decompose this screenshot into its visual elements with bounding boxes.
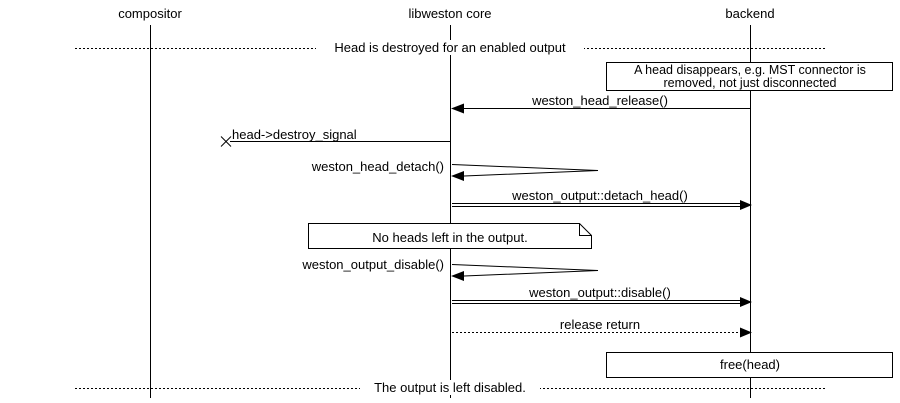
divider-top-label: Head is destroyed for an enabled output bbox=[334, 40, 566, 55]
note-head-disappears-line1: A head disappears, e.g. MST connector is bbox=[634, 63, 866, 77]
arrow-detach-head-label: weston_output::detach_head() bbox=[511, 188, 688, 203]
arrow-disable-arrowhead bbox=[740, 297, 752, 307]
action-box-free-head-label: free(head) bbox=[720, 357, 780, 372]
arrow-destroy-signal-label: head->destroy_signal bbox=[232, 127, 357, 142]
self-call-head-detach-arrowhead bbox=[451, 171, 464, 181]
self-call-output-disable-arrowhead bbox=[451, 271, 464, 281]
self-call-head-detach-label: weston_head_detach() bbox=[311, 159, 444, 174]
arrow-head-release-arrowhead bbox=[451, 103, 464, 114]
arrow-detach-head-arrowhead bbox=[740, 200, 752, 210]
participant-label-libweston-core: libweston core bbox=[408, 6, 491, 21]
note-head-disappears-box bbox=[606, 62, 893, 91]
lost-message-cross-2 bbox=[220, 136, 232, 147]
arrow-release-return-label: release return bbox=[560, 317, 640, 332]
divider-top-mask bbox=[316, 40, 584, 55]
participant-label-compositor: compositor bbox=[118, 6, 182, 21]
divider-bottom-label: The output is left disabled. bbox=[374, 380, 526, 395]
self-call-head-detach-loop bbox=[451, 164, 599, 177]
arrow-release-return-arrowhead bbox=[740, 327, 752, 338]
note-no-heads-label: No heads left in the output. bbox=[372, 230, 527, 245]
self-call-output-disable-loop bbox=[451, 264, 599, 277]
note-head-disappears-line2: removed, not just disconnected bbox=[663, 76, 836, 90]
note-no-heads-box bbox=[308, 223, 592, 249]
arrow-head-release-label: weston_head_release() bbox=[531, 93, 668, 108]
divider-bottom-mask bbox=[360, 380, 540, 395]
note-no-heads-fold bbox=[579, 223, 592, 236]
self-call-output-disable-label: weston_output_disable() bbox=[301, 257, 444, 272]
arrow-disable-label: weston_output::disable() bbox=[528, 285, 671, 300]
action-box-free-head bbox=[606, 352, 893, 378]
participant-label-backend: backend bbox=[725, 6, 774, 21]
